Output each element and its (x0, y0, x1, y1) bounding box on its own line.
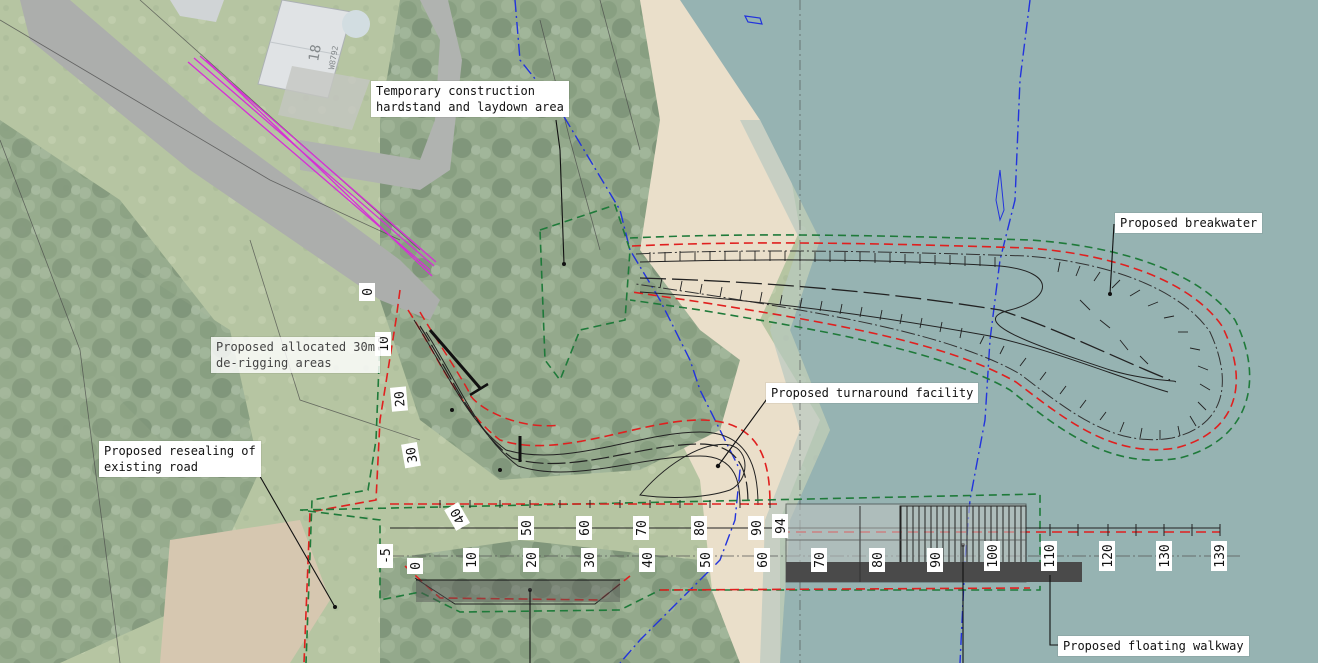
house-lot-18: 18 W8792 (257, 0, 370, 130)
section-chainage-120: 120 (1101, 544, 1116, 567)
channel-marker (995, 169, 1005, 222)
road-chainage-50: 50 (520, 520, 535, 536)
label-resealing-line1: Proposed resealing of (104, 444, 256, 458)
shallow-water (740, 120, 830, 663)
label-turnaround-facility: Proposed turnaround facility (766, 383, 979, 403)
annotation-leaders (245, 119, 1115, 663)
section-chainage-110: 110 (1043, 544, 1058, 567)
house-roof-north (170, 0, 224, 22)
road-chainage-60: 60 (578, 520, 593, 536)
lot-number-label: 18 (306, 43, 325, 62)
label-hardstand-line2: hardstand and laydown area (376, 100, 564, 114)
access-road-alignment (303, 262, 965, 663)
label-hardstand-line1: Temporary construction (376, 84, 535, 98)
bare-ground (160, 520, 330, 663)
high-water-line (514, 0, 741, 663)
section-chainage-30: 30 (583, 552, 598, 568)
existing-road (20, 0, 440, 320)
section-chainage-minus5: -5 (379, 548, 394, 564)
label-derigging-line1: Proposed allocated 30m (216, 340, 375, 354)
road-chainage-0: 0 (361, 288, 376, 296)
tree-cluster (120, 260, 250, 470)
section-chainage-139: 139 (1213, 544, 1228, 567)
section-chainage-70: 70 (813, 552, 828, 568)
section-chainage-50: 50 (699, 552, 714, 568)
driveway (300, 0, 462, 190)
section-chainage-60: 60 (756, 552, 771, 568)
plan-number-label: W8792 (327, 45, 340, 70)
label-road-resealing: Proposed resealing of existing road (99, 441, 261, 477)
section-chainage-0: 0 (409, 562, 424, 570)
road-chainage-10: 10 (377, 336, 392, 352)
road-chainage-30: 30 (404, 446, 421, 464)
road-chainage-94: 94 (774, 518, 789, 534)
road-chainage-80: 80 (693, 520, 708, 536)
breakwater-structure (629, 234, 1251, 461)
section-chainage-20: 20 (525, 552, 540, 568)
road-chainage-70: 70 (635, 520, 650, 536)
label-proposed-breakwater: Proposed breakwater (1115, 213, 1263, 233)
section-chainage-80: 80 (871, 552, 886, 568)
label-derigging-line2: de-rigging areas (216, 356, 332, 370)
section-chainage-100: 100 (986, 544, 1001, 567)
road-chainage-20: 20 (392, 391, 408, 408)
road-chainage-labels: 0 10 20 30 40 50 60 70 80 90 94 (359, 283, 789, 540)
label-hardstand-area: Temporary construction hardstand and lay… (371, 81, 569, 117)
road-chainage-40: 40 (448, 505, 469, 526)
label-resealing-line2: existing road (104, 460, 198, 474)
bay-water (680, 0, 1318, 663)
foreshore-trees (380, 0, 740, 480)
hardstand-boundary (539, 203, 631, 382)
section-chainage-10: 10 (465, 552, 480, 568)
label-floating-walkway: Proposed floating walkway (1058, 636, 1249, 656)
section-chainage-90: 90 (929, 552, 944, 568)
label-derigging-areas: Proposed allocated 30m de-rigging areas (211, 337, 380, 373)
section-chainage-labels: -5 0 10 20 30 40 50 60 70 80 90 100 110 … (377, 541, 1228, 574)
road-chainage-90: 90 (750, 520, 765, 536)
section-chainage-40: 40 (641, 552, 656, 568)
service-easement-lines (187, 55, 437, 277)
water-feature (743, 15, 763, 25)
section-chainage-130: 130 (1158, 544, 1173, 567)
